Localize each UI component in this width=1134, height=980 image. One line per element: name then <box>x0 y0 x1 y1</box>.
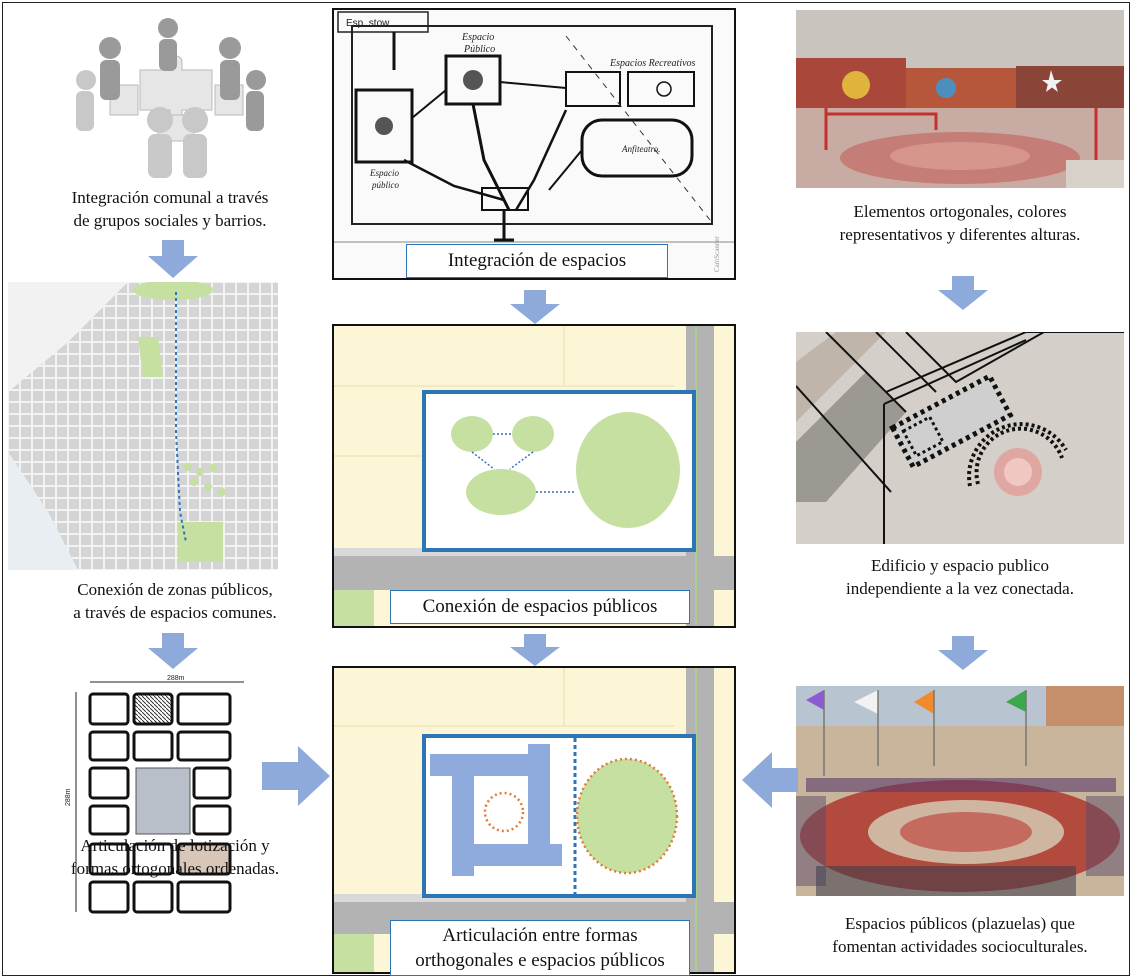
green-plaza <box>575 757 679 875</box>
caption-plazas: Espacios públicos (plazuelas) que foment… <box>832 914 1088 956</box>
caption-zones: Conexión de zonas públicos, a través de … <box>73 580 277 622</box>
arrow-down-icon <box>148 240 198 278</box>
city-map-image <box>8 282 278 570</box>
green-space-c <box>466 469 536 515</box>
arrow-left-icon <box>742 752 798 808</box>
green-space-b <box>512 416 554 452</box>
plaza-building-photo <box>796 10 1124 188</box>
arrow-down-icon <box>510 290 560 324</box>
sketch-header-text: Esp. stow <box>346 18 390 29</box>
crowd-plaza-photo <box>796 686 1124 896</box>
green-space-a <box>451 416 493 452</box>
lot-width-label: 288m <box>167 675 185 682</box>
arrow-down-icon <box>938 276 988 310</box>
people-puzzle-image <box>70 10 270 180</box>
caption-building: Edificio y espacio publico independiente… <box>846 556 1074 598</box>
arrow-right-icon <box>262 746 330 806</box>
sketch-amphitheater-label: Anfiteatro. <box>621 144 660 154</box>
label-integration: Integración de espacios <box>406 244 668 278</box>
sketch-recreation-label: Espacios Recreativos <box>609 58 696 69</box>
orthogonal-block-form <box>430 744 562 876</box>
svg-text:Público: Público <box>463 44 495 55</box>
caption-lots: Articulación de lotización y formas orto… <box>70 836 280 878</box>
lot-plan-drawing: 288m 288m <box>62 672 252 924</box>
lot-height-label: 288m <box>65 788 72 806</box>
svg-text:público: público <box>371 180 399 190</box>
caption-community: Integración comunal a través de grupos s… <box>71 188 269 230</box>
arrow-down-icon <box>148 633 198 669</box>
connection-panel <box>332 324 736 628</box>
aerial-photo <box>796 332 1124 544</box>
svg-text:Espacio: Espacio <box>369 168 399 178</box>
caption-elements: Elementos ortogonales, colores represent… <box>839 202 1081 244</box>
sketch-panel: Esp. stow Espacio Público Espacio públic… <box>332 8 736 280</box>
label-connection: Conexión de espacios públicos <box>390 590 690 624</box>
green-space-d <box>576 412 680 528</box>
sketch-label-top: Espacio <box>461 32 494 43</box>
arrow-down-icon <box>510 634 560 666</box>
scanner-watermark: CamScanner <box>713 236 721 272</box>
label-articulation: Articulación entre formas orthogonales e… <box>390 920 690 976</box>
arrow-down-icon <box>938 636 988 670</box>
